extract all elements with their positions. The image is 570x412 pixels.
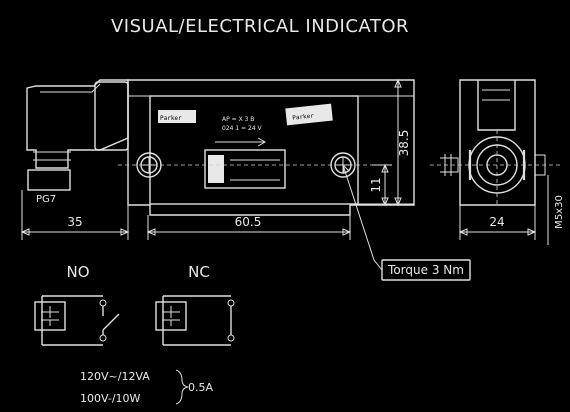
front-view: PG7 Parker Parker AP = X 3 B 024 1 = 24 … — [26, 79, 415, 216]
nc-label: NC — [188, 263, 210, 281]
schematic-nc: NC — [155, 263, 235, 346]
electrical-ratings: 120V~/12VA 100V-/10W 0.5A — [80, 369, 213, 405]
dim-height-mount: 11 — [369, 177, 383, 192]
conduit-thread-label: PG7 — [36, 194, 56, 205]
nameplate-line-2: 024 1 = 24 V — [222, 125, 263, 132]
dim-width-side: 24 — [489, 215, 504, 229]
schematic-no: NO — [34, 263, 120, 346]
rating-dc: 100V-/10W — [80, 392, 141, 405]
dim-width-left: 35 — [67, 215, 82, 229]
torque-callout: Torque 3 Nm — [342, 163, 471, 281]
rating-ac: 120V~/12VA — [80, 370, 150, 383]
brand-name-right: Parker — [292, 112, 315, 121]
dim-width-main: 60.5 — [235, 215, 262, 229]
indicator-window — [204, 149, 286, 189]
brand-plate-right — [285, 103, 333, 126]
brand-plate-left — [158, 110, 196, 123]
side-view: 24 M5x30 — [430, 79, 565, 245]
no-label: NO — [66, 263, 89, 281]
brand-name-left: Parker — [160, 115, 182, 122]
rating-current: 0.5A — [188, 381, 213, 394]
drawing-title: VISUAL/ELECTRICAL INDICATOR — [111, 16, 409, 37]
dim-height-total: 38.5 — [397, 130, 411, 157]
nameplate-line-1: AP = X 3 B — [222, 116, 254, 123]
dim-thread: M5x30 — [554, 195, 565, 229]
torque-label: Torque 3 Nm — [387, 263, 464, 277]
dimension-lines: 35 60.5 38.5 11 — [20, 78, 414, 240]
